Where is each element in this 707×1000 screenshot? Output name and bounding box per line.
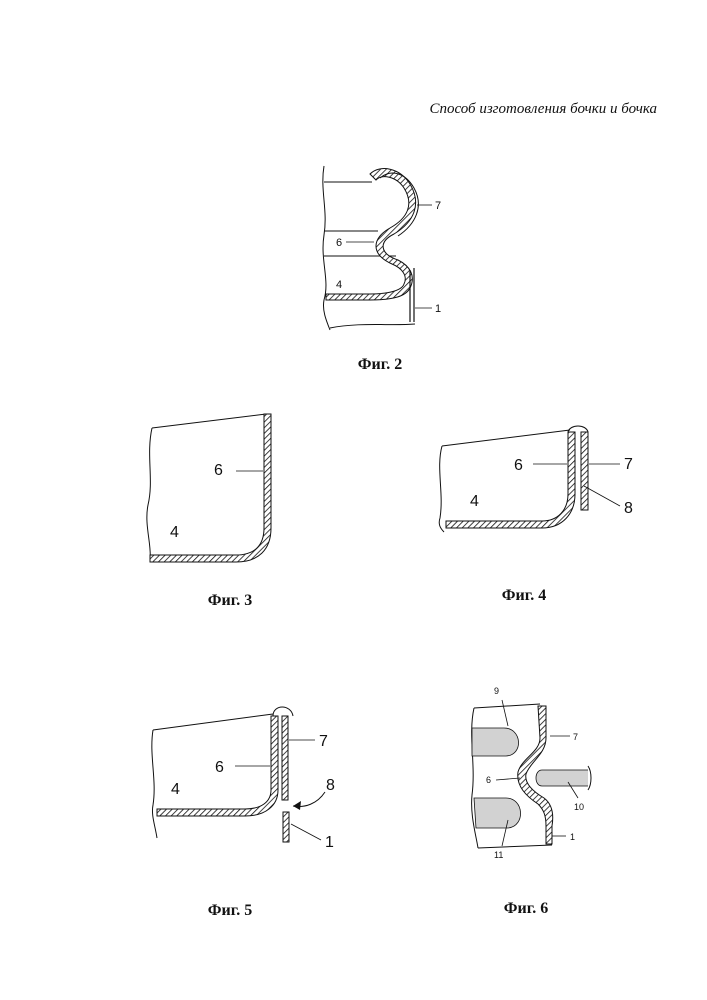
figure-3-drawing: 6 4: [140, 410, 290, 570]
figure-5-drawing: 7 6 8 4 1: [145, 700, 355, 850]
label-6: 6: [336, 237, 342, 249]
figure-2-caption: Фиг. 2: [320, 356, 440, 374]
document-title: Способ изготовления бочки и бочка: [429, 101, 657, 118]
bottom-break: [330, 324, 415, 328]
figure-6-caption: Фиг. 6: [466, 900, 586, 918]
label-6: 6: [514, 457, 523, 474]
shell-wall: [283, 812, 289, 842]
label-7: 7: [435, 200, 441, 212]
label-6: 6: [214, 462, 223, 479]
outer-wall: [282, 716, 288, 800]
label-9: 9: [494, 686, 499, 696]
figure-6-drawing: 9 7 6 10 11 1: [460, 680, 610, 865]
wall-layer: [150, 414, 271, 562]
label-6: 6: [486, 775, 491, 785]
inner-wall: [446, 432, 575, 528]
label-4: 4: [470, 493, 479, 510]
label-10: 10: [574, 802, 584, 812]
fold-top: [273, 707, 293, 716]
label-4: 4: [171, 781, 180, 798]
label-6: 6: [215, 759, 224, 776]
figure-4-caption: Фиг. 4: [464, 587, 584, 605]
shaft-10: [536, 770, 588, 786]
break-line: [439, 446, 444, 532]
label-8: 8: [326, 777, 335, 794]
roller-11: [474, 798, 521, 828]
label-1: 1: [570, 832, 575, 842]
label-1: 1: [435, 303, 441, 315]
outer-wall: [581, 432, 588, 510]
break-line: [323, 166, 330, 330]
figure-5-caption: Фиг. 5: [170, 902, 290, 920]
label-8: 8: [624, 500, 633, 517]
label-7: 7: [319, 733, 328, 750]
roller-9: [472, 728, 519, 756]
figure-3-caption: Фиг. 3: [170, 592, 290, 610]
label-1: 1: [325, 834, 334, 850]
label-7: 7: [624, 456, 633, 473]
figure-2-drawing: 7 6 4 1: [310, 160, 460, 335]
label-4: 4: [336, 279, 342, 291]
figure-4-drawing: 6 7 4 8: [430, 418, 650, 538]
label-11: 11: [494, 850, 503, 860]
break-line: [152, 730, 157, 838]
label-4: 4: [170, 524, 179, 541]
break-line: [147, 428, 152, 560]
label-7: 7: [573, 732, 578, 742]
fold-top: [568, 426, 588, 432]
